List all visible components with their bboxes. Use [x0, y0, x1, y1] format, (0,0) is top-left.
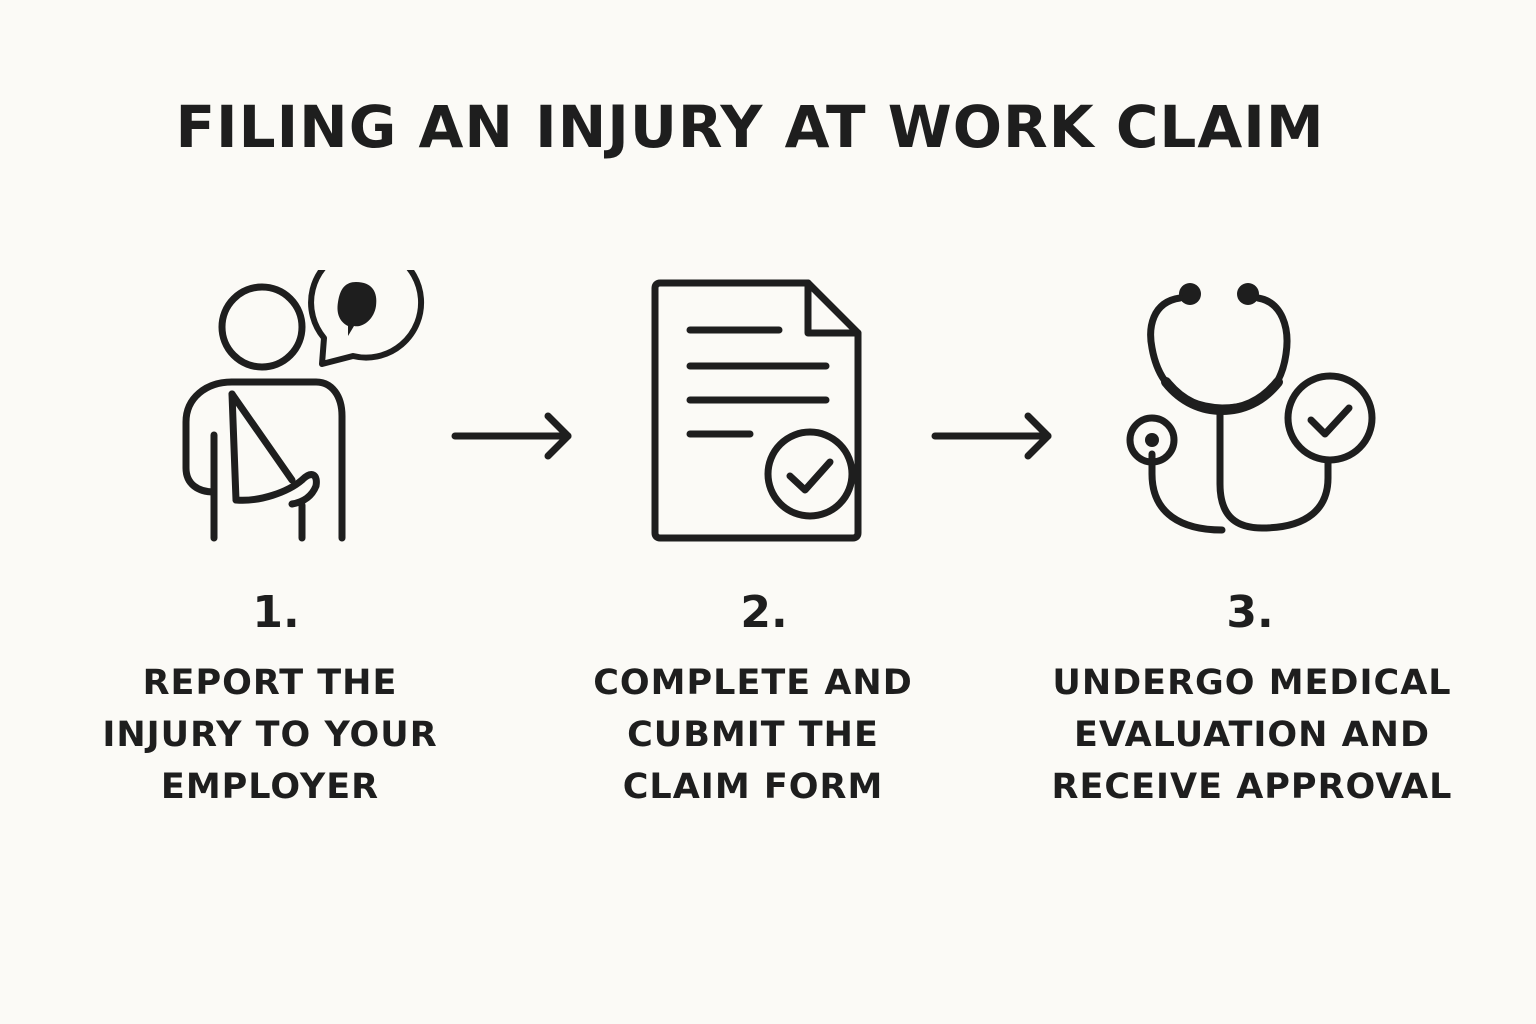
- step-description: UNDERGO MEDICAL EVALUATION AND RECEIVE A…: [1032, 657, 1472, 813]
- injured-person-speech-bubble-icon: [170, 270, 450, 550]
- step-description-line: REPORT THE: [142, 663, 398, 703]
- arrow-right-icon: [930, 410, 1056, 464]
- step-description-line: CLAIM FORM: [622, 767, 884, 807]
- step-description-line: RECEIVE APPROVAL: [1051, 767, 1453, 807]
- step-description-line: UNDERGO MEDICAL: [1052, 663, 1452, 703]
- arrow-right-icon: [450, 410, 576, 464]
- step-number: 3.: [1226, 587, 1274, 638]
- step-description: COMPLETE AND CUBMIT THE CLAIM FORM: [533, 657, 973, 813]
- step-description-line: INJURY TO YOUR: [102, 715, 438, 755]
- step-description-line: CUBMIT THE: [627, 715, 879, 755]
- step-description-line: EMPLOYER: [160, 767, 380, 807]
- step-description: REPORT THE INJURY TO YOUR EMPLOYER: [50, 657, 490, 813]
- page-title: FILING AN INJURY AT WORK CLAIM: [175, 93, 1325, 161]
- stethoscope-check-icon: [1122, 278, 1382, 548]
- step-description-line: EVALUATION AND: [1073, 715, 1431, 755]
- step-description-line: COMPLETE AND: [593, 663, 913, 703]
- document-check-icon: [648, 278, 868, 542]
- step-number: 1.: [252, 587, 300, 638]
- step-number: 2.: [740, 587, 788, 638]
